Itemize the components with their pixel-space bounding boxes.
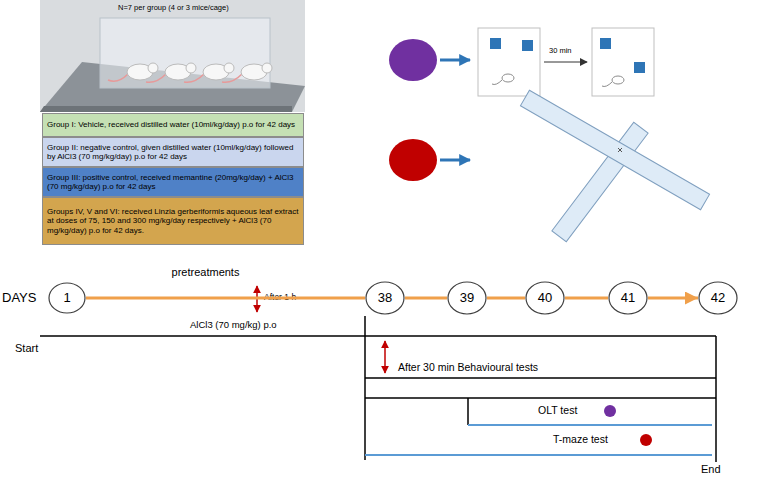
interval-label: 30 min — [549, 46, 572, 55]
interval-label: After 30 min Behavioural tests — [398, 361, 538, 373]
circle-shape — [526, 282, 564, 314]
mouse-tail — [108, 74, 128, 81]
day-number: 38 — [378, 291, 392, 306]
timeline-connector — [565, 297, 608, 300]
timeline-connector — [405, 297, 447, 300]
group-box: Group I: Vehicle, received distilled wat… — [42, 113, 304, 137]
day-number: 39 — [460, 291, 474, 306]
mouse-head — [186, 63, 196, 73]
timeline-connector — [86, 297, 365, 300]
day-circle: 40 — [525, 281, 565, 315]
group-box: Group II: negative control, given distil… — [42, 137, 304, 167]
day-number: 1 — [63, 291, 70, 306]
treatment-label: AlCl3 (70 mg/kg) p.o — [190, 319, 277, 330]
group-box: Groups IV, V and VI: received Linzia ger… — [42, 197, 304, 245]
mouse-tail — [222, 74, 242, 82]
test-line — [365, 377, 716, 379]
day-circle: 39 — [447, 281, 487, 315]
circle-shape — [609, 282, 647, 314]
interval-label: After 1 h — [264, 292, 296, 302]
interval-arrow — [384, 341, 386, 373]
object — [522, 40, 533, 51]
pointer-arrow — [440, 159, 470, 162]
group-box: Group III: positive control, received me… — [42, 167, 304, 197]
open-field-box — [478, 28, 540, 96]
olt-period — [468, 424, 712, 426]
sample-size-note: N=7 per group (4 or 3 mice/cage) — [118, 3, 229, 12]
group-description: Group I: Vehicle, received distilled wat… — [47, 120, 295, 129]
mouse — [108, 63, 158, 81]
legend-label: OLT test — [538, 404, 577, 416]
axis-label: DAYS — [2, 290, 36, 305]
day-number: 42 — [711, 291, 725, 306]
mouse-sketch — [502, 74, 514, 82]
day-number: 40 — [538, 291, 552, 306]
mouse-tail — [602, 82, 612, 87]
day-circle: 38 — [365, 281, 405, 315]
group-description: Group II: negative control, given distil… — [47, 143, 299, 161]
object — [634, 62, 645, 73]
mouse — [184, 63, 234, 82]
circle-shape — [448, 282, 486, 314]
olt-start-line — [467, 398, 469, 425]
legend-label: T-maze test — [553, 433, 608, 445]
treatment-line — [40, 335, 716, 337]
maze-arm — [520, 90, 709, 210]
timeline-connector — [648, 297, 698, 300]
circle-shape — [49, 283, 85, 313]
platform-edge — [40, 106, 292, 112]
olt-marker — [389, 39, 437, 81]
mouse — [222, 63, 272, 82]
tmaze-period — [365, 454, 712, 456]
mouse-tail — [492, 80, 502, 85]
day-circle: 41 — [608, 281, 648, 315]
period-label: pretreatments — [172, 266, 240, 278]
interval-arrow — [256, 286, 258, 312]
maze-crossbar — [520, 90, 709, 210]
end-line — [715, 336, 717, 462]
mouse-cage — [100, 18, 270, 88]
tmaze-marker — [389, 139, 437, 181]
test-line — [365, 397, 716, 399]
pointer-arrow — [440, 59, 470, 62]
mouse-head — [262, 63, 272, 73]
day-circle: 42 — [698, 281, 738, 315]
legend-swatch — [640, 434, 652, 446]
object — [490, 38, 501, 49]
legend-swatch — [604, 405, 616, 417]
interval-arrow — [544, 62, 587, 63]
group-description: Group III: positive control, received me… — [47, 173, 299, 191]
mouse-tail — [184, 74, 204, 82]
circle-shape — [699, 282, 737, 314]
timeline-connector — [487, 297, 525, 300]
start-mark — [618, 148, 622, 152]
circle-shape — [366, 282, 404, 314]
mouse-tail — [146, 74, 166, 82]
mouse-head — [148, 63, 158, 73]
photo-background — [40, 0, 305, 112]
mouse-head — [224, 63, 234, 73]
test-start-line — [364, 316, 366, 460]
mouse-sketch — [612, 76, 624, 84]
day-circle: 1 — [48, 282, 86, 314]
day-number: 41 — [621, 291, 635, 306]
mouse — [146, 63, 196, 82]
group-description: Groups IV, V and VI: received Linzia ger… — [47, 207, 299, 235]
start-label: Start — [15, 342, 38, 354]
open-field-box — [592, 28, 654, 96]
end-label: End — [701, 463, 721, 475]
object — [600, 38, 611, 49]
